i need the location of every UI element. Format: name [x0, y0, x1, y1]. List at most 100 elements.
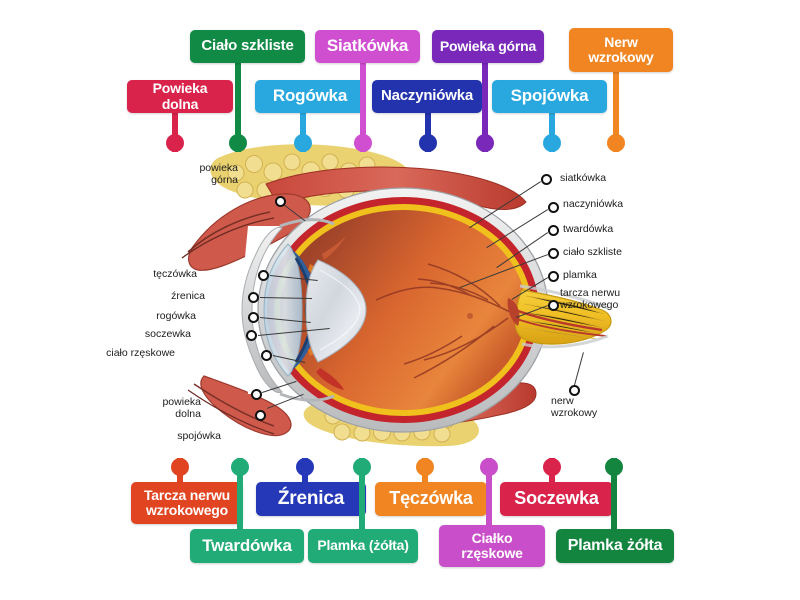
pin-knob[interactable]: [543, 458, 561, 476]
pin-stem: [425, 111, 431, 152]
connector-pin-soczewka[interactable]: [543, 458, 561, 486]
connector-pin-cialko-rzeskowe[interactable]: [480, 458, 498, 529]
label-chip-siatkowka[interactable]: Siatkówka: [315, 30, 420, 63]
connector-pin-plamka-zolta[interactable]: [353, 458, 371, 533]
pin-stem: [237, 458, 243, 533]
pin-knob[interactable]: [605, 458, 623, 476]
pin-stem: [486, 458, 492, 529]
pin-knob[interactable]: [229, 134, 247, 152]
connector-pin-cialo-szkliste[interactable]: [229, 61, 247, 152]
annotation-dot-cialo-szkliste[interactable]: [548, 248, 559, 259]
label-chip-powieka-gorna[interactable]: Powieka górna: [432, 30, 544, 63]
annotation-label-powieka-gorna: powieka górna: [199, 162, 238, 187]
annotation-label-siatkowka: siatkówka: [560, 172, 607, 184]
annotation-dot-nerw-wzrokowy[interactable]: [569, 385, 580, 396]
vitreous-body: [280, 210, 526, 410]
pin-knob[interactable]: [480, 458, 498, 476]
label-chip-cialko-rzeskowe[interactable]: Ciałko rzęskowe: [439, 525, 545, 567]
pin-knob[interactable]: [294, 134, 312, 152]
pin-knob[interactable]: [354, 134, 372, 152]
label-chip-teczowka[interactable]: Tęczówka: [375, 482, 487, 516]
annotation-dot-powieka-dolna[interactable]: [251, 389, 262, 400]
annotation-label-naczyniowka: naczyniówka: [563, 198, 624, 210]
pin-knob[interactable]: [476, 134, 494, 152]
pin-knob[interactable]: [171, 458, 189, 476]
pin-knob[interactable]: [296, 458, 314, 476]
optic-disc: [507, 298, 520, 326]
connector-pin-teczowka[interactable]: [416, 458, 434, 486]
pin-stem: [172, 111, 178, 152]
eye-anatomy-illustration: [170, 140, 650, 460]
annotation-label-zrenica: źrenica: [171, 290, 205, 302]
connector-pin-tarcza-nerwu-wzrokowego[interactable]: [171, 458, 189, 486]
annotation-label-teczowka: tęczówka: [153, 268, 197, 280]
pin-stem: [359, 458, 365, 533]
annotation-dot-soczewka[interactable]: [246, 330, 257, 341]
annotation-label-powieka-dolna: powieka dolna: [162, 396, 201, 421]
lower-eyelid: [187, 375, 292, 437]
label-chip-naczyniowka[interactable]: Naczyniówka: [372, 80, 482, 113]
label-chip-spojowka[interactable]: Spojówka: [492, 80, 607, 113]
label-chip-plamka-zolta[interactable]: Plamka żółta: [556, 529, 674, 563]
pin-knob[interactable]: [353, 458, 371, 476]
annotation-label-rogowka: rogówka: [156, 310, 196, 322]
retinal-vessels: [375, 263, 511, 379]
connector-pin-naczyniowka[interactable]: [419, 111, 437, 152]
annotation-label-twardowka: twardówka: [563, 223, 614, 235]
pin-knob[interactable]: [166, 134, 184, 152]
annotation-dot-plamka[interactable]: [548, 271, 559, 282]
pin-stem: [613, 70, 619, 152]
label-chip-plamka-zolta[interactable]: Plamka (żółta): [308, 529, 418, 563]
cornea: [241, 226, 303, 394]
annotation-dot-spojowka[interactable]: [255, 410, 266, 421]
annotation-label-nerw-wzrokowy: nerw wzrokowy: [551, 395, 598, 420]
label-chip-powieka-dolna[interactable]: Powieka dolna: [127, 80, 233, 113]
annotation-label-tarcza-nerwu-wzrokowego: tarcza nerwu wzrokowego: [560, 287, 621, 312]
label-chip-cialo-szkliste[interactable]: Ciało szkliste: [190, 30, 305, 63]
annotation-dot-tarcza-nerwu-wzrokowego[interactable]: [548, 300, 559, 311]
annotation-dot-powieka-gorna[interactable]: [275, 196, 286, 207]
annotation-dot-twardowka[interactable]: [548, 225, 559, 236]
pin-stem: [482, 61, 488, 152]
connector-pin-powieka-gorna[interactable]: [476, 61, 494, 152]
pin-stem: [235, 61, 241, 152]
pin-knob[interactable]: [419, 134, 437, 152]
optic-nerve: [509, 284, 612, 349]
annotation-label-cialo-szkliste: ciało szkliste: [563, 246, 622, 258]
label-chip-zrenica[interactable]: Źrenica: [256, 482, 366, 516]
annotation-label-spojowka: spojówka: [177, 430, 221, 442]
annotation-dot-siatkowka[interactable]: [541, 174, 552, 185]
connector-pin-siatkowka[interactable]: [354, 61, 372, 152]
annotation-dot-rogowka[interactable]: [248, 312, 259, 323]
connector-pin-nerw-wzrokowy[interactable]: [607, 70, 625, 152]
pin-knob[interactable]: [416, 458, 434, 476]
connector-pin-powieka-dolna[interactable]: [166, 111, 184, 152]
annotation-dot-teczowka[interactable]: [258, 270, 269, 281]
annotation-label-soczewka: soczewka: [144, 328, 191, 340]
annotation-label-cialo-rzeskowe: ciało rzęskowe: [106, 347, 175, 359]
label-chip-twardowka[interactable]: Twardówka: [190, 529, 304, 563]
label-chip-soczewka[interactable]: Soczewka: [500, 482, 613, 516]
lens: [305, 259, 367, 363]
pin-stem: [300, 111, 306, 152]
label-chip-rogowka[interactable]: Rogówka: [255, 80, 365, 113]
connector-pin-twardowka[interactable]: [231, 458, 249, 533]
label-chip-tarcza-nerwu-wzrokowego[interactable]: Tarcza nerwu wzrokowego: [131, 482, 243, 524]
annotation-dot-naczyniowka[interactable]: [548, 202, 559, 213]
annotation-dot-cialo-rzeskowe[interactable]: [261, 350, 272, 361]
pin-stem: [549, 111, 555, 152]
ciliary-vasculature: [316, 236, 346, 390]
connector-pin-zrenica[interactable]: [296, 458, 314, 486]
annotation-label-plamka: plamka: [563, 269, 597, 281]
pin-stem: [611, 458, 617, 533]
connector-pin-rogowka[interactable]: [294, 111, 312, 152]
connector-pin-spojowka[interactable]: [543, 111, 561, 152]
pin-knob[interactable]: [607, 134, 625, 152]
annotation-dot-zrenica[interactable]: [248, 292, 259, 303]
macula-point: [467, 313, 473, 319]
pin-knob[interactable]: [231, 458, 249, 476]
label-chip-nerw-wzrokowy[interactable]: Nerw wzrokowy: [569, 28, 673, 72]
pin-knob[interactable]: [543, 134, 561, 152]
connector-pin-plamka-zolta[interactable]: [605, 458, 623, 533]
